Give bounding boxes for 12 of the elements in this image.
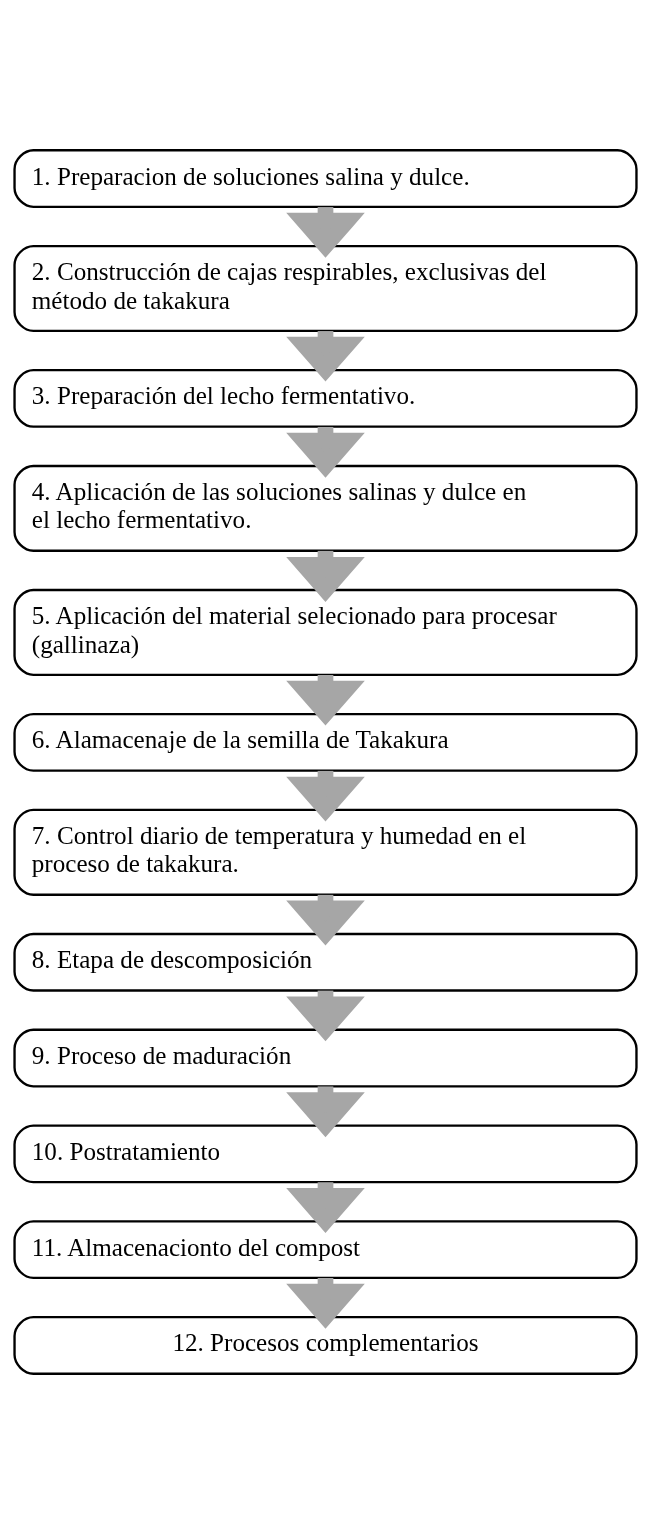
- node-box: 2. Construcción de cajas respirables, exclusivas del método de takakura: [13, 244, 638, 333]
- node-box: 10. Postratamiento: [13, 1124, 638, 1184]
- node-box: 11. Almacenacionto del compost: [13, 1220, 638, 1280]
- node-box: 8. Etapa de descomposición: [13, 932, 638, 992]
- node-box: 6. Alamacenaje de la semilla de Takakura: [13, 712, 638, 772]
- node-box: 12. Procesos complementarios: [13, 1316, 638, 1375]
- node-box: 7. Control diario de temperatura y humedad en el proceso de takakura.: [13, 808, 638, 896]
- node-box: 3. Preparación del lecho fermentativo.: [13, 369, 638, 428]
- node-box: 4. Aplicación de las soluciones salinas y dulce en el lecho fermentativo.: [13, 464, 638, 552]
- node-box: 9. Proceso de maduración: [13, 1028, 638, 1088]
- node-box: 1. Preparacion de soluciones salina y dulce.: [13, 149, 638, 208]
- node-box: 5. Aplicación del material selecionado para procesar (gallinaza): [13, 588, 638, 676]
